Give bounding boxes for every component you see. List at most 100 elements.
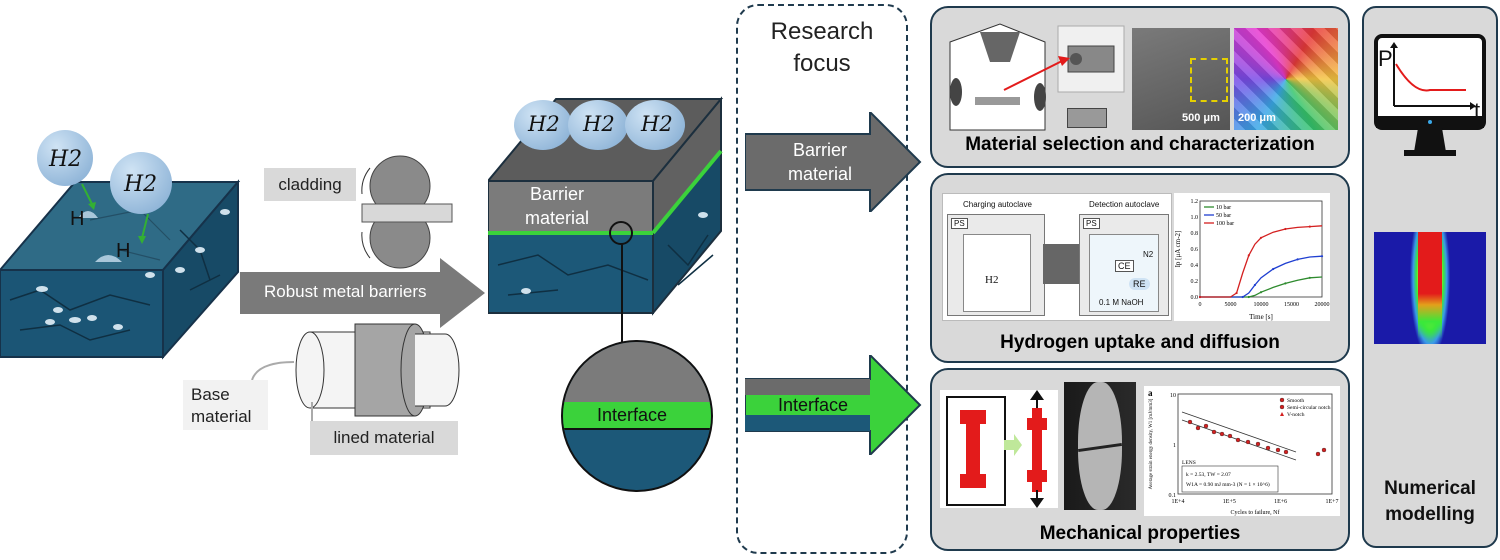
panel-hydrogen-title: Hydrogen uptake and diffusion [1000,332,1280,353]
device-controller [1067,108,1107,128]
interface-zoom-circle [561,340,713,492]
scale-bar-500: 500 μm [1182,112,1220,124]
x-axis-label: Cycles to failure, Nf [1231,509,1280,516]
data-point [1245,439,1251,445]
data-point [1235,291,1238,295]
y-tick-label: 0.0 [1191,295,1199,301]
data-point [1187,419,1193,425]
scatter-band-upper [1181,411,1297,453]
charging-label: Charging autoclave [963,200,1032,209]
h2-cell-label: H2 [985,274,999,286]
cladding-rollers-icon [361,155,453,269]
data-point [1321,447,1327,453]
h2-molecule-4 [568,100,628,150]
numerical-title: Numerical modelling [1384,478,1476,525]
p-axis-label: P [1378,46,1393,71]
data-point [1296,258,1299,261]
panel-material: 500 μm 200 μm Material selection and cha… [930,6,1350,168]
lens-title: LENS [1182,460,1196,466]
x-tick-label: 10000 [1254,302,1269,308]
barrier-block [488,96,724,316]
simulation-contour [1374,232,1486,344]
y-axis-label: Ip [μA cm-2] [1174,231,1182,268]
data-point [1247,295,1250,299]
x-tick-label: 1E+5 [1223,499,1236,505]
sem-chamber-icon [949,23,1046,131]
interface-arrow [745,355,922,455]
x-tick-label: 1E+6 [1274,499,1287,505]
series-line-50-bar [1200,255,1323,298]
h2-label-3: H2 [528,112,560,136]
cladding-label: cladding [264,168,356,201]
chart-panel-label: a [1148,388,1153,398]
ps-label-2: PS [1083,218,1100,229]
data-point [1283,449,1289,455]
ce-label: CE [1115,260,1134,272]
data-point [1255,441,1261,447]
lens-box [1181,465,1279,493]
series-line-100-bar [1200,225,1323,298]
detection-label: Detection autoclave [1089,200,1160,209]
y-tick-label: 0.2 [1191,279,1199,285]
h-atom-label-1: H [70,208,85,230]
plot-frame [1177,393,1333,495]
fracture-micrograph [1064,382,1136,510]
data-point [1284,227,1287,231]
lens-line-1: k = 2.53, TW = 2.07 [1186,472,1231,478]
x-tick-label: 1E+7 [1325,499,1338,505]
data-point [1284,282,1287,285]
data-point [1247,254,1250,257]
scale-bar-200: 200 μm [1238,112,1276,124]
legend-label: 100 bar [1216,221,1234,227]
legend-label: 50 bar [1216,213,1231,219]
h2-molecule-1 [37,130,93,186]
data-point [1253,283,1256,287]
base-material-block [0,179,241,360]
y-tick-label: 0.1 [1169,493,1177,499]
monitor-icon [1374,34,1486,156]
sem-micrograph: 500 μm [1132,28,1230,130]
data-point [1265,445,1271,451]
n2-label: N2 [1143,250,1154,259]
t-axis-label: t [1474,98,1481,123]
y-tick-label: 1.2 [1191,199,1199,205]
interface-circle-label: Interface [597,405,668,425]
autoclave-schematic: Charging autoclave Detection autoclave P… [942,193,1172,321]
barrier-arrow-label: Barrier material [787,140,853,184]
data-point [1195,425,1201,431]
panel-material-title: Material selection and characterization [965,134,1315,155]
legend-label: V-notch [1287,412,1305,418]
data-point [1227,433,1233,439]
research-focus-box: Research focus [736,4,908,554]
legend-marker [1280,412,1284,416]
h2-molecule-2 [110,152,172,214]
h2-molecule-3 [514,100,572,150]
data-point [1275,447,1281,453]
y-axis-label: Average strain energy density, W1 [mJ/mm… [1149,398,1154,489]
y-tick-label: 0.8 [1191,231,1199,237]
dissociation-arrows [81,183,149,244]
barrier-material-label: Barrier material [524,184,590,228]
x-tick-label: 1E+4 [1171,499,1184,505]
legend-label: Semi-circular notch [1287,405,1331,411]
h-atom-label-2: H [116,240,131,262]
legend-label: Smooth [1287,398,1304,404]
y-tick-label: 0.4 [1191,263,1199,269]
red-pointer-arrow [1003,56,1070,91]
data-point [1241,295,1244,299]
legend-marker [1279,397,1285,403]
h2-label-4: H2 [583,112,615,136]
ps-label-1: PS [951,218,968,229]
panel-numerical: P t Numerical modelling [1362,6,1498,548]
panel-hydrogen: Charging autoclave Detection autoclave P… [930,173,1350,363]
base-material-label: Base material [183,380,268,430]
h2-label-1: H2 [49,147,83,172]
data-point [1203,423,1209,429]
data-point [1259,291,1263,294]
data-point [1308,225,1311,228]
ebsd-map: 200 μm [1234,28,1338,130]
x-tick-label: 20000 [1315,302,1330,308]
robust-barriers-arrow [240,258,485,328]
robust-barriers-label: Robust metal barriers [264,282,427,301]
